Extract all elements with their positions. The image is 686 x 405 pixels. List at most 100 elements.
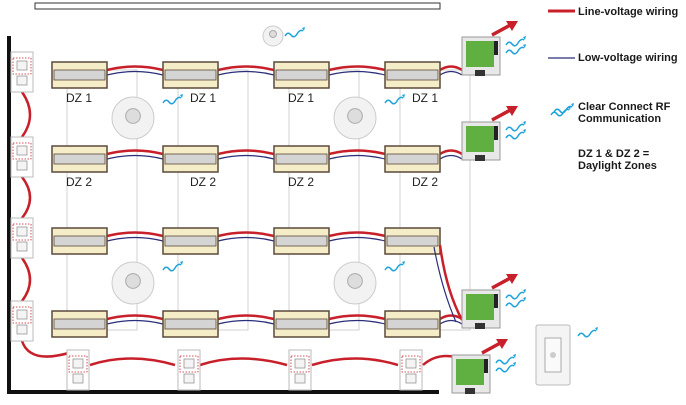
receptacle-box bbox=[290, 355, 310, 373]
receptacle-icon bbox=[10, 51, 34, 93]
rf-wave-icon bbox=[162, 96, 182, 105]
outlet bbox=[72, 373, 84, 384]
light-fixture bbox=[384, 145, 441, 173]
receptacle-plate bbox=[10, 217, 34, 259]
rf-wave-icon bbox=[505, 123, 525, 132]
low-voltage-wire bbox=[106, 70, 463, 76]
receptacle-box bbox=[12, 306, 32, 324]
light-fixture bbox=[273, 61, 330, 89]
receptacle-plate bbox=[10, 51, 34, 93]
legend-low-voltage: Low-voltage wiring bbox=[578, 52, 678, 64]
fixture-lens bbox=[275, 235, 328, 247]
outlet bbox=[16, 60, 28, 71]
rf-arrow-icon bbox=[523, 129, 526, 133]
low-voltage-wire bbox=[106, 319, 463, 325]
receptacle-plate bbox=[288, 349, 312, 391]
keypad-dot bbox=[550, 352, 556, 358]
light-fixture bbox=[384, 227, 441, 255]
legend-rf-text: Clear Connect RF Communication bbox=[578, 101, 671, 125]
red-arrow-icon bbox=[491, 106, 515, 122]
sensor-lens bbox=[347, 273, 363, 289]
rf-arrow-icon bbox=[523, 297, 526, 301]
light-fixture bbox=[273, 227, 330, 255]
daylight-zone-label: DZ 2 bbox=[66, 175, 92, 189]
rf-arrow-icon bbox=[523, 36, 526, 40]
fixture-lens bbox=[275, 69, 328, 81]
fixture-lens bbox=[53, 153, 106, 165]
light-fixture bbox=[384, 310, 441, 338]
light-fixture bbox=[51, 61, 108, 89]
occupancy-sensor-icon bbox=[111, 96, 155, 140]
fixture-lens bbox=[164, 318, 217, 330]
desk-outline bbox=[399, 69, 471, 331]
rf-arrow-icon bbox=[513, 362, 516, 366]
receptacle-icon bbox=[10, 300, 34, 342]
legend-line-voltage: Line-voltage wiring bbox=[578, 6, 678, 18]
rf-arrow-icon bbox=[571, 103, 574, 107]
rf-arrow-icon bbox=[523, 289, 526, 293]
rf-arrow-icon bbox=[180, 261, 183, 265]
light-fixture bbox=[162, 61, 219, 89]
daylight-zone-label: DZ 1 bbox=[190, 91, 216, 105]
red-arrow-icon bbox=[491, 274, 515, 290]
low-voltage-wire bbox=[106, 154, 463, 160]
legend-low-voltage-text: Low-voltage wiring bbox=[578, 52, 678, 64]
rf-wave-icon bbox=[505, 299, 525, 308]
rf-arrow-icon bbox=[523, 44, 526, 48]
fixture-lens bbox=[386, 235, 439, 247]
fixture-lens bbox=[164, 235, 217, 247]
receptacle-plate bbox=[399, 349, 423, 391]
red-arrow-icon bbox=[481, 339, 505, 355]
fixture-lens bbox=[386, 318, 439, 330]
legend-rf: Clear Connect RF Communication bbox=[578, 101, 678, 125]
fixture-lens bbox=[386, 153, 439, 165]
light-fixture bbox=[162, 145, 219, 173]
wall-left bbox=[7, 36, 11, 394]
fixture-lens bbox=[164, 153, 217, 165]
fixture-lens bbox=[53, 318, 106, 330]
sensor-lens bbox=[347, 108, 363, 124]
fixture-lens bbox=[386, 69, 439, 81]
receptacle-box bbox=[401, 355, 421, 373]
fixture-lens bbox=[275, 318, 328, 330]
low-voltage-wire bbox=[433, 246, 457, 323]
sensor-lens bbox=[125, 273, 141, 289]
light-fixture bbox=[51, 227, 108, 255]
module-connector bbox=[475, 70, 485, 76]
line-voltage-wire bbox=[438, 244, 464, 321]
outlet bbox=[16, 241, 28, 252]
daylight-zone-label: DZ 1 bbox=[412, 91, 438, 105]
module-terminal bbox=[494, 294, 498, 308]
module-label bbox=[466, 41, 494, 67]
line-voltage-wire bbox=[20, 91, 73, 358]
power-pack-module-icon bbox=[451, 339, 508, 394]
receptacle-plate bbox=[10, 300, 34, 342]
receptacle-plate bbox=[10, 136, 34, 178]
line-voltage-wire bbox=[106, 231, 386, 238]
rf-wave-icon bbox=[495, 364, 515, 373]
power-pack-module-icon bbox=[461, 106, 518, 161]
outlet bbox=[16, 145, 28, 156]
sensor-lens bbox=[269, 30, 277, 38]
line-voltage-wire bbox=[89, 354, 466, 367]
window-top bbox=[34, 2, 441, 10]
receptacle-box bbox=[179, 355, 199, 373]
sensor-lens bbox=[125, 108, 141, 124]
rf-arrow-icon bbox=[402, 261, 405, 265]
rf-arrow-icon bbox=[402, 94, 405, 98]
wall-keypad-icon bbox=[535, 324, 571, 386]
module-terminal bbox=[494, 41, 498, 55]
occupancy-sensor-icon bbox=[333, 96, 377, 140]
receptacle-box bbox=[12, 223, 32, 241]
outlet bbox=[294, 358, 306, 369]
light-fixture bbox=[51, 145, 108, 173]
legend-zones-text: DZ 1 & DZ 2 = Daylight Zones bbox=[578, 148, 657, 172]
receptacle-icon bbox=[10, 136, 34, 178]
rf-wave-icon bbox=[505, 131, 525, 140]
receptacle-box bbox=[12, 142, 32, 160]
module-label bbox=[466, 126, 494, 152]
rf-arrow-icon bbox=[595, 327, 598, 331]
rf-wave-icon bbox=[550, 108, 570, 117]
legend-line-voltage-text: Line-voltage wiring bbox=[578, 6, 679, 18]
